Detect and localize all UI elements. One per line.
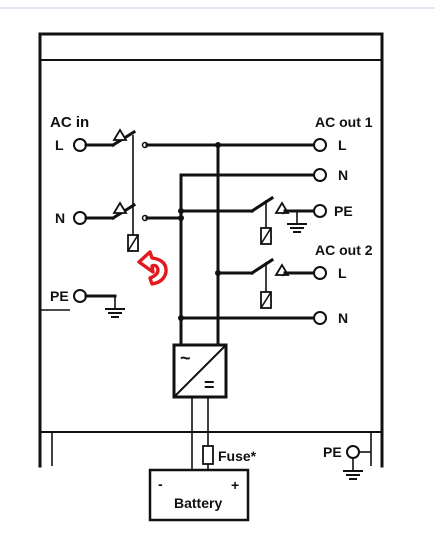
ac-in-label: AC in [50,114,89,131]
fuse-label: Fuse* [218,448,257,464]
out2-l-terminal [313,266,327,280]
pe-bottom-label: PE [323,444,342,460]
ac-in-n-circuit [73,201,184,225]
pe-left-circuit [73,289,125,318]
out1-pe-label: PE [334,203,353,219]
ac-in-n-label: N [55,210,65,226]
out1-n-label: N [338,167,348,183]
enclosure [38,32,384,468]
ground-icon [343,470,363,480]
ac-in-n-terminal [73,211,87,225]
ac-out1-label: AC out 1 [315,114,373,130]
out2-n-label: N [338,310,348,326]
out1-l-terminal [313,138,327,152]
out1-pe-circuit [178,195,327,245]
ac-in-l-label: L [55,137,64,153]
fuse-icon [202,445,214,465]
pe-bottom-terminal [346,445,360,459]
pe-left-terminal [73,289,87,303]
ground-icon [287,211,307,233]
out1-l-label: L [338,137,347,153]
dc-lines [191,397,214,470]
ac-in-l-circuit [73,128,327,152]
inverter [172,343,228,399]
out2-l-label: L [338,265,347,281]
pe-left-label: PE [50,288,69,304]
pe-bottom-circuit [343,445,371,480]
battery-minus-label: - [158,476,163,492]
out2-l-circuit [216,257,327,309]
ac-out2-label: AC out 2 [315,242,373,258]
out1-n-terminal [313,168,327,182]
out2-n-terminal [313,311,327,325]
ac-in-l-terminal [73,138,87,152]
battery-label: Battery [174,495,222,511]
inverter-dc-symbol: = [204,375,215,395]
battery-box [148,468,250,522]
out1-pe-terminal [313,204,327,218]
curved-arrow-icon [137,250,168,286]
battery-plus-label: + [231,477,239,493]
neutral-bus [178,168,327,347]
ground-icon [105,308,125,318]
inverter-ac-symbol: ~ [180,348,191,368]
